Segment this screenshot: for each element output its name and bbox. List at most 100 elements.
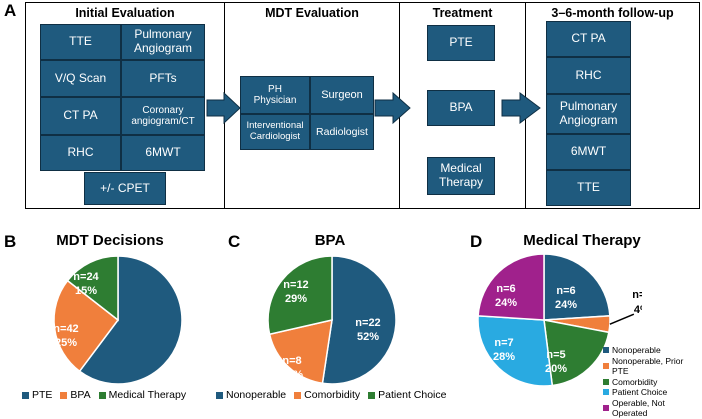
mdt-box-interventional-cardiologist: Interventional Cardiologist — [240, 114, 310, 150]
mdt-box-ph-physician: PH Physician — [240, 76, 310, 114]
legend-item-nonoperable: Nonoperable — [603, 345, 702, 356]
initial-box-tte: TTE — [40, 24, 121, 60]
pie-percent-label: 28% — [493, 351, 515, 363]
legend-swatch-icon — [216, 391, 223, 399]
initial-box-6mwt: 6MWT — [121, 135, 205, 171]
followup-box-ct-pa: CT PA — [546, 21, 631, 57]
legend-label: Patient Choice — [612, 387, 668, 397]
pie-percent-label: 29% — [285, 293, 307, 305]
legend-item-pte: PTE — [22, 389, 52, 401]
pie-percent-label: 52% — [357, 331, 379, 343]
initial-evaluation-title: Initial Evaluation — [75, 6, 175, 20]
pie-c-legend: Nonoperable Comorbidity Patient Choice — [216, 389, 446, 401]
pie-percent-label: 15% — [75, 285, 97, 297]
pie-d-legend: Nonoperable Nonoperable, Prior PTE Comor… — [603, 345, 702, 419]
legend-label: Medical Therapy — [108, 389, 187, 401]
legend-item-comorbidity: Comorbidity — [294, 389, 360, 401]
legend-label: Operable, Not Operated — [611, 397, 665, 419]
pie-b-legend: PTE BPA Medical Therapy — [22, 389, 186, 401]
legend-item-bpa: BPA — [60, 389, 91, 401]
mdt-box-surgeon: Surgeon — [310, 76, 374, 114]
legend-swatch-icon — [294, 391, 302, 399]
flow-arrows — [206, 91, 541, 125]
pie-percent-label: 19% — [281, 369, 303, 381]
followup-box-tte: TTE — [546, 170, 631, 206]
initial-box-vq-scan: V/Q Scan — [40, 60, 121, 97]
arrow-treatment-to-followup-icon — [501, 92, 541, 124]
pie-count-label: n=1 — [632, 289, 642, 301]
legend-swatch-icon — [22, 391, 29, 399]
pie-percent-label: 25% — [55, 337, 77, 349]
treatment-box-medical-therapy: Medical Therapy — [427, 157, 495, 195]
legend-item-nonoperable: Nonoperable — [216, 389, 286, 401]
initial-box-pulmonary-angiogram: Pulmonary Angiogram — [121, 24, 205, 60]
pie-slice-nonoperable — [321, 255, 397, 385]
initial-box-rhc: RHC — [40, 135, 121, 171]
pie-d-title: Medical Therapy — [523, 232, 641, 249]
legend-item-comorbidity: Comorbidity — [603, 377, 702, 388]
pie-percent-label: 24% — [495, 297, 517, 309]
followup-box-pulmonary-angiogram: Pulmonary Angiogram — [546, 94, 631, 134]
legend-label: Comorbidity — [612, 376, 658, 387]
initial-box-ct-pa: CT PA — [40, 97, 121, 135]
pie-slice-patient-choice — [477, 315, 554, 387]
pie-slice-comorbidity — [543, 319, 610, 387]
legend-label: Patient Choice — [378, 389, 447, 401]
pie-count-label: n=6 — [556, 285, 575, 297]
panel-label-a: A — [4, 1, 17, 20]
legend-label: Nonoperable, Prior PTE — [611, 355, 684, 377]
legend-swatch-icon — [603, 347, 609, 354]
pie-count-label: n=6 — [496, 283, 515, 295]
pie-count-label: n=7 — [494, 337, 513, 349]
legend-label: PTE — [32, 389, 53, 401]
pie-percent-label: 24% — [555, 299, 577, 311]
mdt-evaluation-title: MDT Evaluation — [265, 6, 359, 20]
legend-swatch-icon — [603, 363, 609, 369]
legend-swatch-icon — [603, 405, 609, 411]
legend-item-operable-not-operated: Operable, Not Operated — [603, 398, 702, 419]
pie-slice-patient-choice — [267, 255, 333, 336]
pie-c: n=22 52% n=8 19% n=12 29% — [267, 255, 397, 385]
legend-swatch-icon — [368, 391, 376, 399]
followup-box-6mwt: 6MWT — [546, 134, 631, 170]
panel-label-c: C — [228, 232, 241, 251]
pie-count-label: n=42 — [53, 323, 78, 335]
pie-percent-label: 4% — [634, 304, 642, 316]
leader-line — [609, 313, 635, 325]
pie-slice-comorbidity — [268, 319, 333, 385]
legend-swatch-icon — [60, 391, 68, 399]
pie-count-label: n=12 — [283, 279, 308, 291]
pie-count-label: n=24 — [73, 271, 99, 283]
treatment-title: Treatment — [432, 6, 493, 20]
legend-item-nonoperable-prior-pte: Nonoperable, Prior PTE — [603, 356, 702, 377]
pie-count-label: n=22 — [355, 317, 380, 329]
pie-slice-bpa — [53, 279, 120, 373]
initial-box-cpet: +/- CPET — [84, 172, 166, 205]
legend-swatch-icon — [603, 378, 609, 385]
legend-swatch-icon — [98, 391, 106, 399]
legend-swatch-icon — [603, 389, 609, 396]
legend-label: Comorbidity — [304, 389, 361, 401]
initial-box-pfts: PFTs — [121, 60, 205, 97]
initial-box-coronary-angiogram: Coronary angiogram/CT — [121, 97, 205, 135]
legend-item-patient-choice: Patient Choice — [603, 387, 702, 398]
pie-slice-pte — [78, 255, 183, 385]
treatment-box-pte: PTE — [427, 25, 495, 61]
followup-title: 3–6-month follow-up — [551, 6, 674, 20]
legend-label: Nonoperable — [612, 345, 661, 355]
pie-d: n=624%n=520%n=728%n=624%n=14% — [477, 253, 642, 387]
mdt-box-radiologist: Radiologist — [310, 114, 374, 150]
followup-box-rhc: RHC — [546, 57, 631, 94]
legend-label: BPA — [70, 389, 91, 401]
treatment-box-bpa: BPA — [427, 90, 495, 126]
arrow-mdt-to-treatment-icon — [374, 91, 411, 125]
legend-item-patient-choice: Patient Choice — [368, 389, 446, 401]
arrow-initial-to-mdt-icon — [206, 91, 241, 125]
pie-slice-operable-not-operated — [477, 253, 545, 321]
pie-slice-medical-therapy — [66, 255, 119, 322]
legend-item-medical-therapy: Medical Therapy — [98, 389, 187, 401]
panel-label-b: B — [4, 232, 17, 251]
panel-label-d: D — [470, 232, 483, 251]
pie-count-label: n=8 — [282, 355, 301, 367]
